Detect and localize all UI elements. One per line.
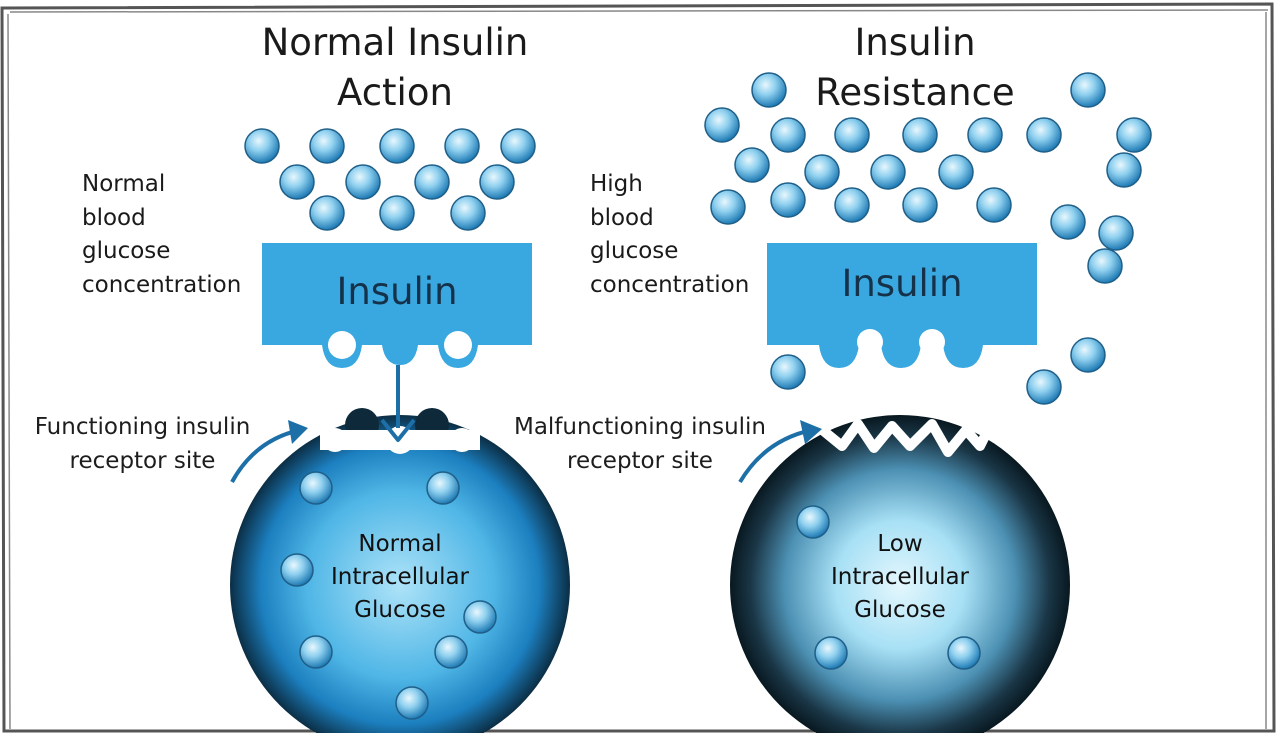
glucose-molecule — [414, 164, 450, 200]
glucose-molecule — [309, 195, 345, 231]
glucose-molecule — [244, 128, 280, 164]
glucose-molecule — [299, 635, 333, 669]
insulin-block-right — [767, 243, 1037, 368]
normal-glucose-label: Normal blood glucose concentration — [82, 168, 241, 302]
glucose-molecule — [804, 154, 840, 190]
binding-arrow — [380, 365, 416, 442]
glucose-molecule — [976, 187, 1012, 223]
glucose-molecule — [967, 117, 1003, 153]
glucose-right-outside — [704, 72, 1152, 405]
malfunctioning-receptor-label: Malfunctioning insulin receptor site — [490, 410, 790, 478]
glucose-molecule — [947, 636, 981, 670]
cell-label-line: Normal — [358, 531, 442, 557]
glucose-molecule — [1070, 337, 1106, 373]
glucose-molecule — [379, 195, 415, 231]
glucose-molecule — [770, 182, 806, 218]
glucose-molecule — [938, 154, 974, 190]
glucose-molecule — [751, 72, 787, 108]
glucose-molecule — [734, 147, 770, 183]
side-label-line: blood — [590, 204, 654, 231]
glucose-molecule — [1087, 248, 1123, 284]
glucose-molecule — [426, 471, 460, 505]
glucose-molecule — [395, 686, 429, 720]
glucose-molecule — [280, 553, 314, 587]
glucose-molecule — [1026, 369, 1062, 405]
glucose-molecule — [450, 195, 486, 231]
title-right-line1: Insulin — [854, 21, 976, 64]
low-cell-label: Low Intracellular Glucose — [810, 528, 990, 627]
glucose-molecule — [379, 128, 415, 164]
glucose-molecule — [834, 187, 870, 223]
normal-cell-label: Normal Intracellular Glucose — [310, 528, 490, 627]
glucose-molecule — [463, 600, 497, 634]
title-right-line2: Resistance — [815, 71, 1015, 114]
receptor-label-line: Functioning insulin — [34, 414, 251, 440]
side-label-line: Normal — [82, 171, 166, 197]
glucose-left-inside — [280, 471, 497, 720]
side-label-line: blood — [82, 204, 146, 231]
glucose-molecule — [1106, 152, 1142, 188]
glucose-molecule — [1116, 117, 1152, 153]
side-label-line: concentration — [590, 271, 750, 298]
glucose-molecule — [345, 164, 381, 200]
glucose-molecule — [814, 636, 848, 670]
functioning-receptor-label: Functioning insulin receptor site — [10, 410, 275, 478]
receptor-label-line: receptor site — [69, 448, 216, 474]
glucose-molecule — [1070, 72, 1106, 108]
side-label-line: glucose — [590, 238, 679, 264]
glucose-left-outside — [244, 128, 536, 231]
title-left-line2: Action — [337, 71, 453, 114]
receptor-label-line: Malfunctioning insulin — [513, 414, 767, 440]
high-glucose-label: High blood glucose concentration — [590, 168, 749, 302]
cell-label-line: Intracellular — [330, 564, 470, 590]
receptor-arrow-left — [230, 420, 308, 483]
receptor-label-line: receptor site — [567, 448, 713, 474]
cell-label-line: Intracellular — [830, 564, 970, 590]
glucose-molecule — [279, 164, 315, 200]
glucose-molecule — [902, 117, 938, 153]
glucose-molecule — [710, 189, 746, 225]
glucose-molecule — [434, 635, 468, 669]
glucose-molecule — [444, 128, 480, 164]
glucose-molecule — [299, 471, 333, 505]
side-label-line: concentration — [82, 271, 242, 298]
side-label-line: glucose — [82, 238, 171, 264]
glucose-molecule — [1098, 215, 1134, 251]
insulin-label-left: Insulin — [336, 270, 458, 313]
glucose-molecule — [770, 354, 806, 390]
insulin-block-left — [262, 243, 532, 368]
cell-label-line: Low — [877, 531, 923, 557]
glucose-molecule — [1026, 117, 1062, 153]
cell-label-line: Glucose — [354, 597, 446, 623]
glucose-right-inside — [796, 505, 981, 670]
glucose-molecule — [309, 128, 345, 164]
glucose-molecule — [834, 117, 870, 153]
cell-label-line: Glucose — [854, 597, 946, 623]
glucose-molecule — [902, 187, 938, 223]
glucose-molecule — [870, 154, 906, 190]
glucose-molecule — [500, 128, 536, 164]
glucose-molecule — [704, 107, 740, 143]
insulin-label-right: Insulin — [841, 262, 963, 305]
side-label-line: High — [590, 171, 643, 197]
glucose-molecule — [1050, 204, 1086, 240]
receptor-arrow-right — [738, 420, 822, 484]
glucose-molecule — [796, 505, 830, 539]
glucose-molecule — [770, 117, 806, 153]
glucose-molecule — [479, 164, 515, 200]
title-left-line1: Normal Insulin — [261, 21, 529, 64]
